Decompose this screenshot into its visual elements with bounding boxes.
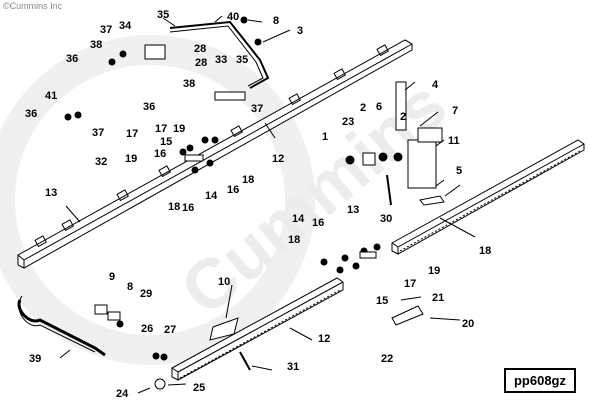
callout-35: 35 [157,9,169,21]
callout-6: 6 [376,101,382,113]
callout-18: 18 [288,234,300,246]
callout-29: 29 [140,288,152,300]
callout-41: 41 [45,90,57,102]
callout-36: 36 [66,53,78,65]
tube-33 [214,91,246,101]
callout-12: 12 [272,153,284,165]
callout-12: 12 [318,333,330,345]
callout-16: 16 [154,148,166,160]
callout-34: 34 [119,20,132,32]
callout-2: 2 [360,102,366,114]
leaders [59,15,476,394]
fuel-tube-top [169,20,270,89]
rail-upper-left [17,39,413,269]
callout-16: 16 [312,217,324,229]
callout-28: 28 [195,57,207,69]
callout-33: 33 [215,54,227,66]
callout-39: 39 [29,353,41,365]
callout-37: 37 [100,24,112,36]
callout-13: 13 [45,187,57,199]
callout-20: 20 [462,318,474,330]
callout-2: 2 [400,111,406,123]
callout-11: 11 [448,135,460,147]
callout-35: 35 [236,54,248,66]
callout-28: 28 [194,43,206,55]
callout-40: 40 [227,11,239,23]
callout-17: 17 [126,128,138,140]
copyright-text: ©Cummins Inc [3,1,63,11]
callout-32: 32 [95,156,107,168]
tube-15-right [359,251,377,259]
fitting-9 [94,304,108,315]
filter-assembly [395,81,445,189]
callout-21: 21 [432,292,444,304]
callout-38: 38 [90,39,102,51]
callout-14: 14 [292,213,305,225]
callout-5: 5 [456,165,462,177]
callout-18: 18 [168,201,180,213]
bracket-5 [419,195,445,206]
callout-19: 19 [125,153,137,165]
fittings [64,16,403,390]
callout-16: 16 [182,202,194,214]
callout-23: 23 [342,116,354,128]
callout-37: 37 [92,127,104,139]
fitting-8 [107,311,121,321]
callout-36: 36 [143,101,155,113]
callout-3: 3 [297,25,303,37]
callout-18: 18 [479,245,491,257]
callout-10: 10 [218,276,230,288]
callout-27: 27 [164,324,176,336]
callout-14: 14 [205,190,218,202]
callout-15: 15 [376,295,388,307]
callout-38: 38 [183,78,195,90]
callout-15: 15 [160,136,172,148]
callout-18: 18 [242,174,254,186]
bracket-22 [391,305,424,326]
callout-26: 26 [141,323,153,335]
rail-upper-right [391,139,585,255]
callout-19: 19 [428,265,440,277]
part-number-label: pp608gz [503,368,576,393]
callout-31: 31 [287,361,299,373]
callout-16: 16 [227,184,239,196]
callout-37: 37 [251,103,263,115]
callout-17: 17 [155,123,167,135]
callout-1: 1 [322,131,328,143]
callout-8: 8 [273,15,279,27]
rail-lower [171,277,344,381]
callout-30: 30 [380,213,392,225]
callout-13: 13 [347,204,359,216]
callout-17: 17 [404,278,416,290]
callout-25: 25 [193,382,205,394]
callout-24: 24 [116,388,129,400]
bolt-30 [386,174,392,206]
callout-22: 22 [381,353,393,365]
bracket-10 [209,317,239,341]
callout-19: 19 [173,123,185,135]
tube-15-left [184,154,204,162]
bolt-31 [239,351,251,371]
block-34 [144,44,166,60]
callout-8: 8 [127,281,133,293]
callout-36: 36 [25,108,37,120]
callout-9: 9 [109,271,115,283]
rail-pads [34,44,389,248]
callout-4: 4 [432,79,439,91]
callout-7: 7 [452,105,458,117]
